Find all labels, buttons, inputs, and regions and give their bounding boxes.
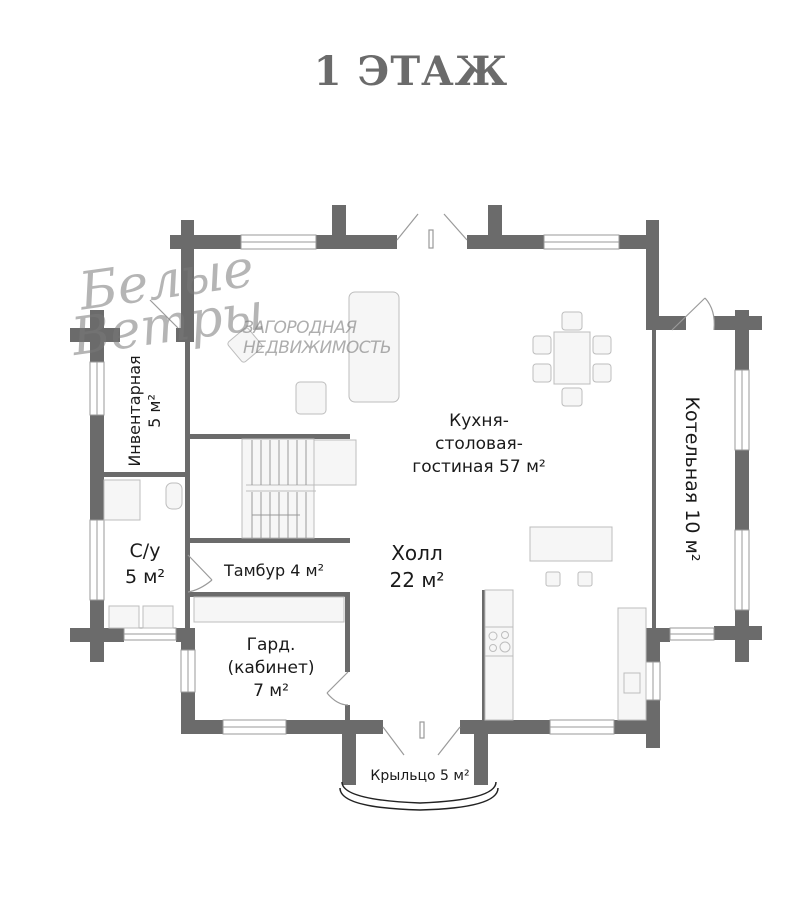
room-hall-label: Холл 22 м² [389,541,445,592]
room-porch-label: Крыльцо 5 м² [370,768,470,784]
room-boiler-label: Котельная 10 м² [681,396,703,562]
floor-title: 1 ЭТАЖ [313,48,509,95]
porch-steps [339,781,499,811]
room-kitchen-label: Кухня- столовая- гостиная 57 м² [412,411,546,477]
watermark-text: ЗАГОРОДНАЯ НЕДВИЖИМОСТЬ [243,318,392,358]
walls [70,205,762,785]
room-vestibule-label: Тамбур 4 м² [224,561,324,580]
windows [89,234,750,735]
room-wardrobe-label: Гард. (кабинет) 7 м² [227,635,315,701]
doors [149,213,715,756]
room-wc-label: С/у 5 м² [124,540,166,588]
watermark-logo: Белые Ветры [67,238,269,368]
room-inventory-label: Инвентарная 5 м² [125,355,164,467]
furniture [103,291,647,721]
